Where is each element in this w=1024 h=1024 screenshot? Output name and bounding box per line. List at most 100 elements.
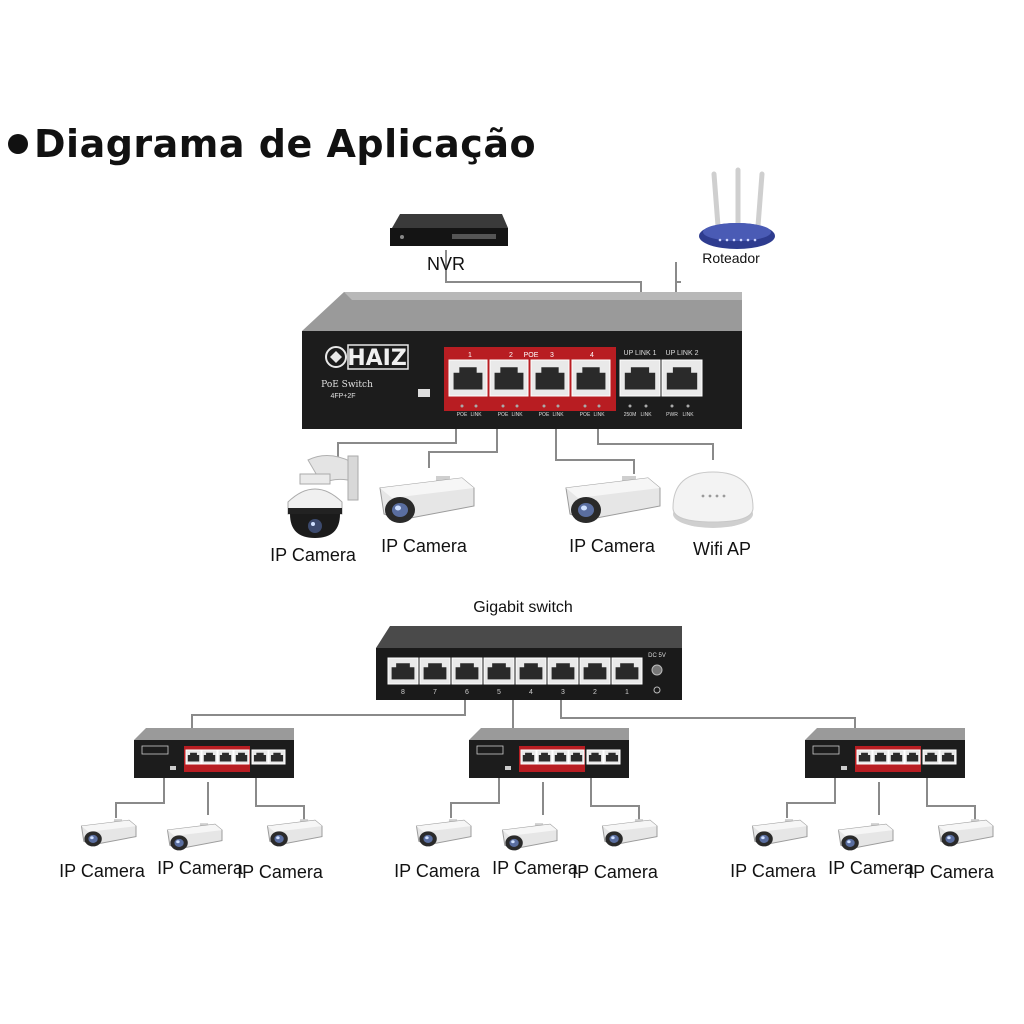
gigabit-port-number: 1 xyxy=(625,689,629,696)
small-switch-top xyxy=(805,728,965,740)
uplink-label: UP LINK 2 xyxy=(666,350,699,357)
rj45-port xyxy=(451,657,483,685)
camera-label: IP Camera xyxy=(492,858,579,878)
switch-model: PoE Switch xyxy=(321,380,373,390)
wifi-router-icon xyxy=(699,167,775,249)
link-led xyxy=(597,404,601,408)
poe-switch-small xyxy=(469,728,629,778)
port-socket xyxy=(391,663,415,680)
small-switch-top xyxy=(134,728,294,740)
port2-link-line xyxy=(428,429,498,468)
dome-lens-glare xyxy=(311,522,315,526)
switch-port-config: 4FP+2F xyxy=(330,393,355,400)
router-led xyxy=(753,238,757,242)
device-label-dome: IP Camera xyxy=(270,545,357,565)
small-switch-logo xyxy=(812,745,840,755)
port-socket xyxy=(487,663,511,680)
camera-label: IP Camera xyxy=(828,858,915,878)
camera-lens-glare xyxy=(395,505,401,511)
ptz-dome-camera-icon xyxy=(287,455,359,538)
ap-led xyxy=(701,494,705,498)
port-socket xyxy=(270,752,284,762)
gigabit-port-number: 6 xyxy=(465,689,469,696)
led-label: LINK xyxy=(552,412,564,418)
small-switch-logo xyxy=(141,745,169,755)
uplink-led xyxy=(686,404,690,408)
port-socket xyxy=(253,752,267,762)
camera-sunshield xyxy=(167,824,222,836)
port1-link-line xyxy=(337,429,457,468)
camera-lens xyxy=(174,838,184,847)
rj45-port xyxy=(185,749,202,765)
port-number: 2 xyxy=(509,352,513,359)
led-label: LINK xyxy=(593,412,605,418)
camera-lens-glare xyxy=(761,836,765,840)
camera-label: IP Camera xyxy=(908,862,995,882)
bullet-camera-icon xyxy=(601,819,658,847)
camera-sunshield xyxy=(602,820,657,832)
port-number: 1 xyxy=(468,352,472,359)
gigabit-port-number: 7 xyxy=(433,689,437,696)
brand-logo: HAIZ xyxy=(325,344,409,371)
port-socket xyxy=(535,367,565,390)
port-socket xyxy=(494,367,524,390)
rj45-port xyxy=(619,359,661,397)
camera-lens-glare xyxy=(276,836,280,840)
bullet-camera-icon xyxy=(837,823,894,851)
nvr-top xyxy=(392,214,508,228)
port-socket xyxy=(615,663,639,680)
rj45-port xyxy=(515,657,547,685)
ceiling-access-point-icon xyxy=(672,471,754,528)
port-socket xyxy=(924,752,938,762)
port-socket xyxy=(522,752,535,762)
link-led xyxy=(556,404,560,408)
device-label-ap: Wifi AP xyxy=(693,539,751,559)
port-socket xyxy=(570,752,583,762)
rj45-port xyxy=(552,749,569,765)
camera-lens xyxy=(392,503,408,517)
bullet-camera-icon xyxy=(415,819,472,847)
rj45-port xyxy=(536,749,553,765)
small-switch-toggle xyxy=(505,766,511,770)
gigabit-top-face xyxy=(376,626,682,648)
camera-label: IP Camera xyxy=(730,861,817,881)
rj45-port xyxy=(922,749,940,765)
led-label: POE xyxy=(580,412,591,418)
port-socket xyxy=(666,367,698,390)
title-bullet xyxy=(8,134,28,154)
dome-lens xyxy=(308,519,322,533)
small-switch-link xyxy=(926,778,976,820)
ap-led xyxy=(708,494,712,498)
port-socket xyxy=(453,367,483,390)
ap-led xyxy=(715,494,719,498)
rj45-port xyxy=(586,749,604,765)
camera-label: IP Camera xyxy=(157,858,244,878)
port-socket xyxy=(187,752,200,762)
rj45-port xyxy=(483,657,515,685)
led-label: 250M xyxy=(624,412,637,418)
bullet-camera-icon xyxy=(751,819,808,847)
camera-lens-glare xyxy=(947,836,951,840)
camera-label: IP Camera xyxy=(572,862,659,882)
rj45-port xyxy=(939,749,957,765)
page-title-text: Diagrama de Aplicação xyxy=(34,122,537,166)
small-switch-link xyxy=(786,778,836,818)
nvr-label: NVR xyxy=(427,254,465,274)
nvr-front xyxy=(390,228,508,246)
switch-top-face xyxy=(302,292,742,331)
gigabit-link-left xyxy=(191,700,466,728)
dc-label: DC 5V xyxy=(648,653,666,659)
small-switch-logo xyxy=(476,745,504,755)
dome-band xyxy=(288,508,342,514)
gigabit-link-right xyxy=(560,700,856,728)
rj45-port xyxy=(251,749,269,765)
bullet-camera-icon xyxy=(565,476,661,523)
poe-led xyxy=(583,404,587,408)
device-label-cam2: IP Camera xyxy=(381,536,468,556)
router-led xyxy=(746,238,750,242)
rj45-port xyxy=(603,749,621,765)
nvr-display xyxy=(452,234,496,239)
rj45-port xyxy=(530,359,570,397)
rj45-port xyxy=(268,749,286,765)
